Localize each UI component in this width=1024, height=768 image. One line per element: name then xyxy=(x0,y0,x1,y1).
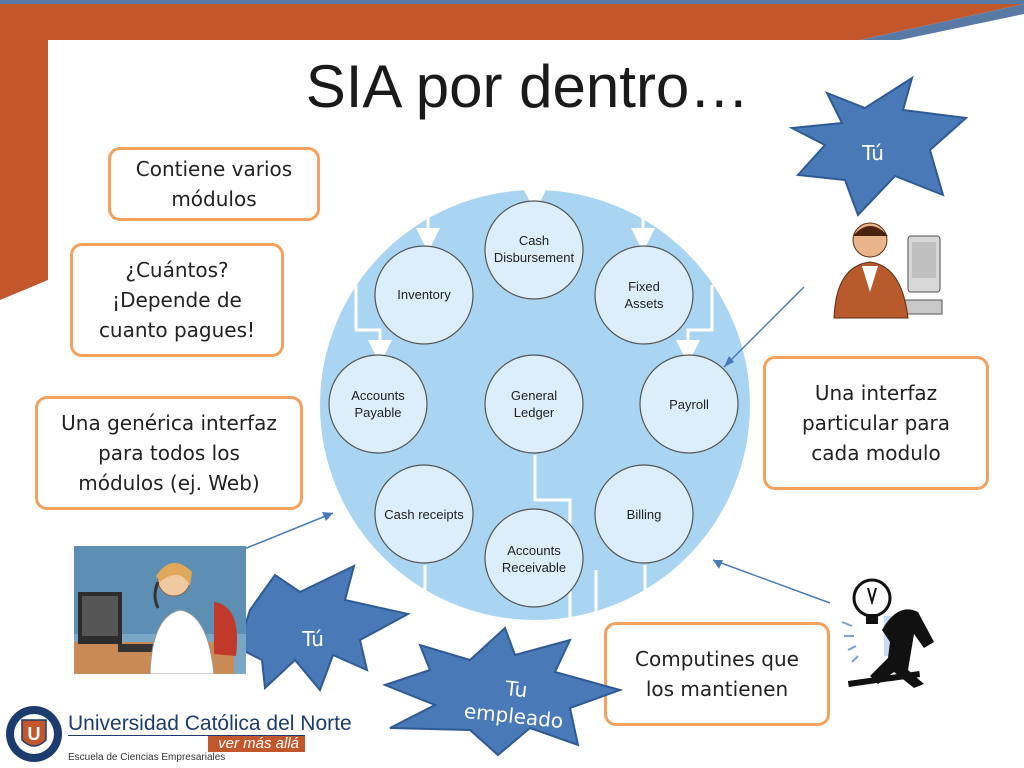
footer-divider xyxy=(68,735,305,736)
module-accounts-payable xyxy=(328,354,428,454)
woman-on-phone-illustration xyxy=(74,546,246,674)
module-label: Billing xyxy=(627,507,662,522)
star-you-top-label: Tú xyxy=(862,141,884,165)
module-label: Inventory xyxy=(397,287,451,302)
module-inventory xyxy=(374,245,474,345)
callout-generic-interface: Una genérica interfaz para todos los mód… xyxy=(35,396,303,510)
sia-module-diagram: Cash Disbursement Inventory Fixed Assets… xyxy=(320,180,750,620)
svg-text:U: U xyxy=(28,724,41,744)
star-you-bottom-label: Tú xyxy=(302,627,324,651)
man-at-computer-illustration xyxy=(833,222,943,319)
star-you-bottom xyxy=(236,564,411,692)
module-payroll xyxy=(639,354,739,454)
star-you-top xyxy=(788,75,969,217)
module-label: Disbursement xyxy=(494,250,575,265)
module-label: Ledger xyxy=(514,405,555,420)
module-label: Accounts xyxy=(351,388,405,403)
module-label: Assets xyxy=(624,296,664,311)
module-label: Cash receipts xyxy=(384,507,464,522)
page-title: SIA por dentro… xyxy=(305,53,750,120)
callout-modules: Contiene varios módulos xyxy=(108,147,320,221)
university-tagline: ver más allá xyxy=(208,736,305,752)
module-fixed-assets xyxy=(594,245,694,345)
university-logo: U xyxy=(6,706,62,762)
module-label: Receivable xyxy=(502,560,566,575)
callout-how-many: ¿Cuántos? ¡Depende de cuanto pagues! xyxy=(70,243,284,357)
school-name: Escuela de Ciencias Empresariales xyxy=(68,752,226,763)
module-accounts-receivable xyxy=(484,508,584,608)
idea-man-illustration xyxy=(841,578,934,688)
module-cash-receipts xyxy=(374,464,474,564)
module-general-ledger xyxy=(484,354,584,454)
module-label: Payroll xyxy=(669,397,709,412)
module-label: Fixed xyxy=(628,279,660,294)
callout-particular-interface: Una interfaz particular para cada modulo xyxy=(763,356,989,490)
module-label: Cash xyxy=(519,233,549,248)
module-label: Payable xyxy=(355,405,402,420)
module-cash-disbursement xyxy=(484,200,584,300)
star-employee xyxy=(382,626,624,757)
callout-maintainers: Computines que los mantienen xyxy=(604,622,830,726)
university-name: Universidad Católica del Norte xyxy=(68,712,352,735)
module-label: Accounts xyxy=(507,543,561,558)
slide-frame xyxy=(0,0,1024,300)
module-billing xyxy=(594,464,694,564)
module-label: General xyxy=(511,388,557,403)
